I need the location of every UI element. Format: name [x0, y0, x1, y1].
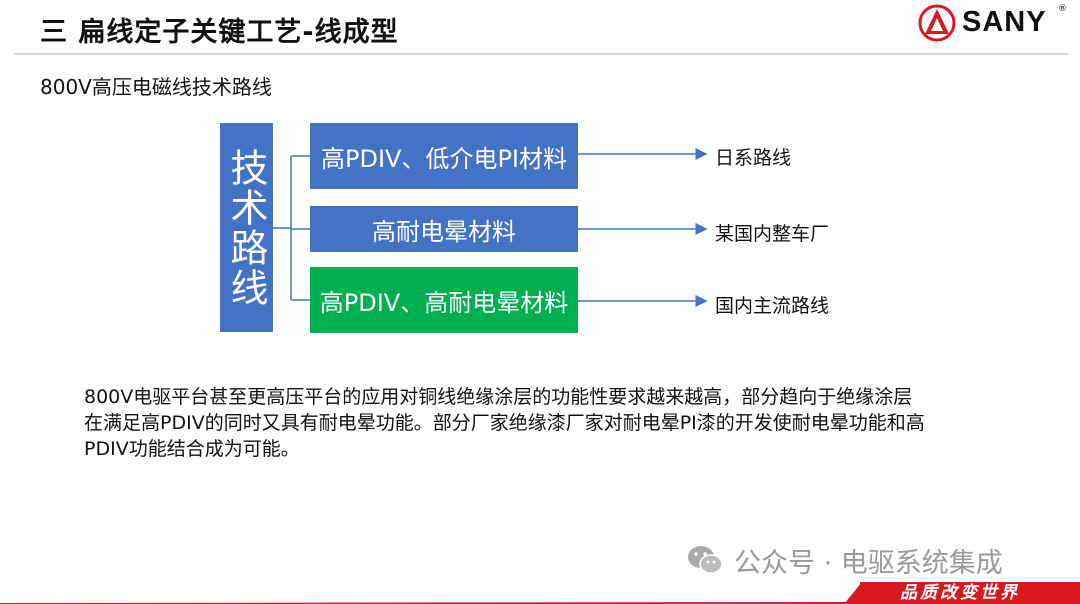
- sany-logo-icon: [918, 4, 956, 42]
- brand-logo: SANY ®: [918, 4, 1068, 44]
- page-title: 三 扁线定子关键工艺-线成型: [40, 17, 399, 48]
- logo-text: SANY: [962, 6, 1047, 38]
- logo-registered-mark: ®: [1058, 4, 1067, 14]
- watermark-text: 公众号 · 电驱系统集成: [734, 547, 1003, 579]
- outcome-label-3: 国内主流路线: [715, 295, 830, 317]
- branch-box-3: 高PDIV、高耐电晕材料: [310, 267, 578, 333]
- watermark: 公众号 · 电驱系统集成: [686, 540, 1003, 580]
- branch-box-1: 高PDIV、低介电PI材料: [310, 123, 578, 189]
- diagram-root-label: 技术路线: [224, 147, 268, 308]
- footer-slogan: 品质改变世界: [900, 583, 1020, 603]
- paragraph-line-2: 在满足高PDIV的同时又具有耐电晕功能。部分厂家绝缘漆厂家对耐电晕PI漆的开发使…: [84, 412, 925, 434]
- description-paragraph: 800V电驱平台甚至更高压平台的应用对铜线绝缘涂层的功能性要求越来越高，部分趋向…: [84, 384, 984, 462]
- branch-box-2: 高耐电晕材料: [310, 206, 578, 252]
- outcome-label-2: 某国内整车厂: [715, 223, 830, 245]
- diagram-root-box: 技术路线: [220, 123, 273, 332]
- footer-red-band: [860, 582, 1080, 604]
- section-subtitle: 800V高压电磁线技术路线: [40, 75, 272, 99]
- wechat-icon: [688, 546, 723, 574]
- paragraph-line-3: PDIV功能结合成为可能。: [84, 438, 300, 460]
- outcome-label-1: 日系路线: [715, 147, 792, 169]
- header-divider: [14, 53, 1068, 55]
- paragraph-line-1: 800V电驱平台甚至更高压平台的应用对铜线绝缘涂层的功能性要求越来越高，部分趋向…: [84, 386, 913, 408]
